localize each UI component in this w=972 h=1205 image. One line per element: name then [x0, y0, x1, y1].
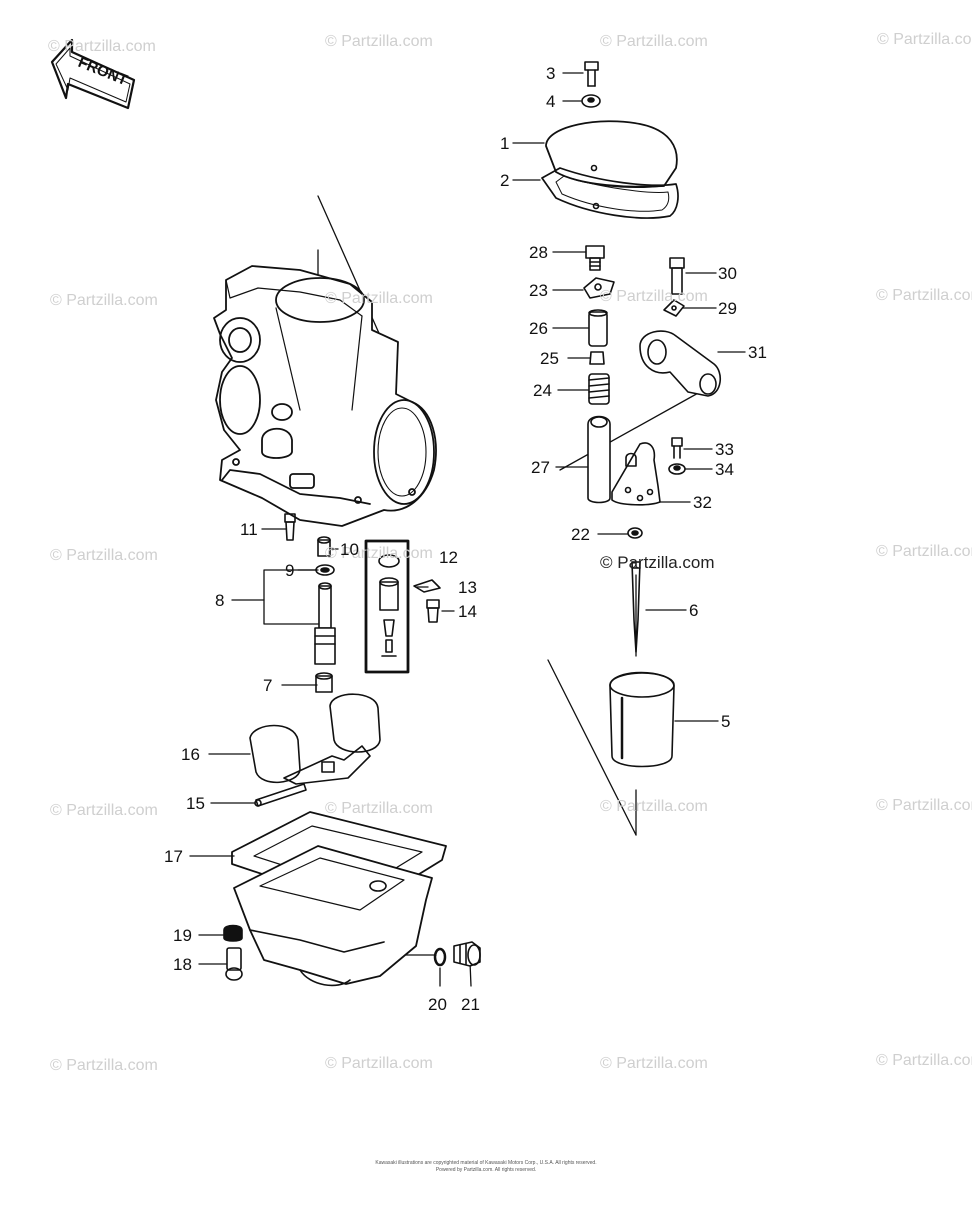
plate-23	[583, 277, 615, 299]
needle-6	[631, 561, 641, 653]
watermark: © Partzilla.com	[48, 38, 156, 55]
watermark: © Partzilla.com	[325, 33, 433, 50]
watermark: © Partzilla.com	[325, 1055, 433, 1072]
bolt-30	[669, 257, 685, 295]
oring-9	[315, 564, 335, 576]
watermark-dark: © Partzilla.com	[600, 553, 715, 572]
callout-17: 17	[164, 847, 183, 866]
oring-20	[433, 947, 447, 967]
watermark: © Partzilla.com	[325, 545, 433, 562]
watermark: © Partzilla.com	[876, 797, 972, 814]
callout-34: 34	[715, 460, 734, 479]
top-cover-1	[545, 120, 678, 188]
callout-9: 9	[285, 561, 295, 580]
callout-3: 3	[546, 64, 556, 83]
screw-14	[426, 599, 440, 623]
callout-27: 27	[531, 458, 550, 477]
watermark: © Partzilla.com	[50, 547, 158, 564]
tube-26	[588, 309, 608, 347]
clip-13	[413, 579, 441, 593]
leader-lines	[189, 72, 746, 987]
watermark: © Partzilla.com	[877, 31, 972, 48]
watermark: © Partzilla.com	[50, 292, 158, 309]
callout-24: 24	[533, 381, 552, 400]
callout-32: 32	[693, 493, 712, 512]
bracket-31	[639, 330, 721, 397]
clip-22	[627, 527, 643, 539]
callout-2: 2	[500, 171, 510, 190]
float-bowl	[233, 845, 433, 987]
bracket-32	[611, 442, 661, 506]
callout-19: 19	[173, 926, 192, 945]
callout-33: 33	[715, 440, 734, 459]
copyright-footer-line1: Kawasaki illustrations are copyrighted m…	[375, 1160, 597, 1166]
screw-18	[225, 947, 243, 981]
plug-28	[585, 245, 605, 271]
watermark: © Partzilla.com	[600, 1055, 708, 1072]
callout-5: 5	[721, 712, 731, 731]
cylinder-5	[609, 671, 675, 768]
needle-jet-8	[314, 582, 336, 665]
callout-20: 20	[428, 995, 447, 1014]
callout-31: 31	[748, 343, 767, 362]
valve-assembly-box-12	[364, 539, 410, 674]
callout-14: 14	[458, 602, 477, 621]
callout-4: 4	[546, 92, 556, 111]
callout-23: 23	[529, 281, 548, 300]
callout-1: 1	[500, 134, 510, 153]
watermark: © Partzilla.com	[50, 802, 158, 819]
callout-10: 10	[340, 540, 359, 559]
float-assembly-16	[249, 693, 381, 785]
washer-4	[581, 94, 601, 108]
cap-25	[589, 351, 605, 365]
plug-21	[453, 941, 481, 967]
callout-28: 28	[529, 243, 548, 262]
washer-19	[223, 924, 243, 942]
watermark: © Partzilla.com	[600, 288, 708, 305]
watermark: © Partzilla.com	[600, 798, 708, 815]
watermark: © Partzilla.com	[50, 1057, 158, 1074]
watermark: © Partzilla.com	[876, 543, 972, 560]
callout-21: 21	[461, 995, 480, 1014]
carburetor-body	[213, 265, 437, 527]
callout-16: 16	[181, 745, 200, 764]
washer-34	[668, 463, 686, 475]
slide-27	[587, 415, 611, 504]
callout-29: 29	[718, 299, 737, 318]
callout-6: 6	[689, 601, 699, 620]
copyright-footer-line2: Powered by Partzilla.com. All rights res…	[435, 1167, 537, 1173]
callout-25: 25	[540, 349, 559, 368]
callout-26: 26	[529, 319, 548, 338]
callout-15: 15	[186, 794, 205, 813]
callout-8: 8	[215, 591, 225, 610]
callout-18: 18	[173, 955, 192, 974]
washer-29	[663, 299, 685, 317]
watermark: © Partzilla.com	[325, 290, 433, 307]
jet-10	[317, 536, 331, 557]
callout-12: 12	[439, 548, 458, 567]
screw-11	[284, 513, 296, 541]
callout-22: 22	[571, 525, 590, 544]
watermark: © Partzilla.com	[325, 800, 433, 817]
spring-24	[588, 373, 610, 405]
screw-3	[584, 61, 599, 87]
screw-33	[671, 437, 683, 459]
watermark: © Partzilla.com	[876, 1052, 972, 1069]
callout-11: 11	[240, 520, 258, 539]
pin-15	[254, 783, 307, 807]
watermark: © Partzilla.com	[600, 33, 708, 50]
callout-30: 30	[718, 264, 737, 283]
gasket-2	[541, 167, 679, 219]
jet-7	[315, 672, 333, 693]
callout-7: 7	[263, 676, 273, 695]
watermark: © Partzilla.com	[876, 287, 972, 304]
callout-13: 13	[458, 578, 477, 597]
